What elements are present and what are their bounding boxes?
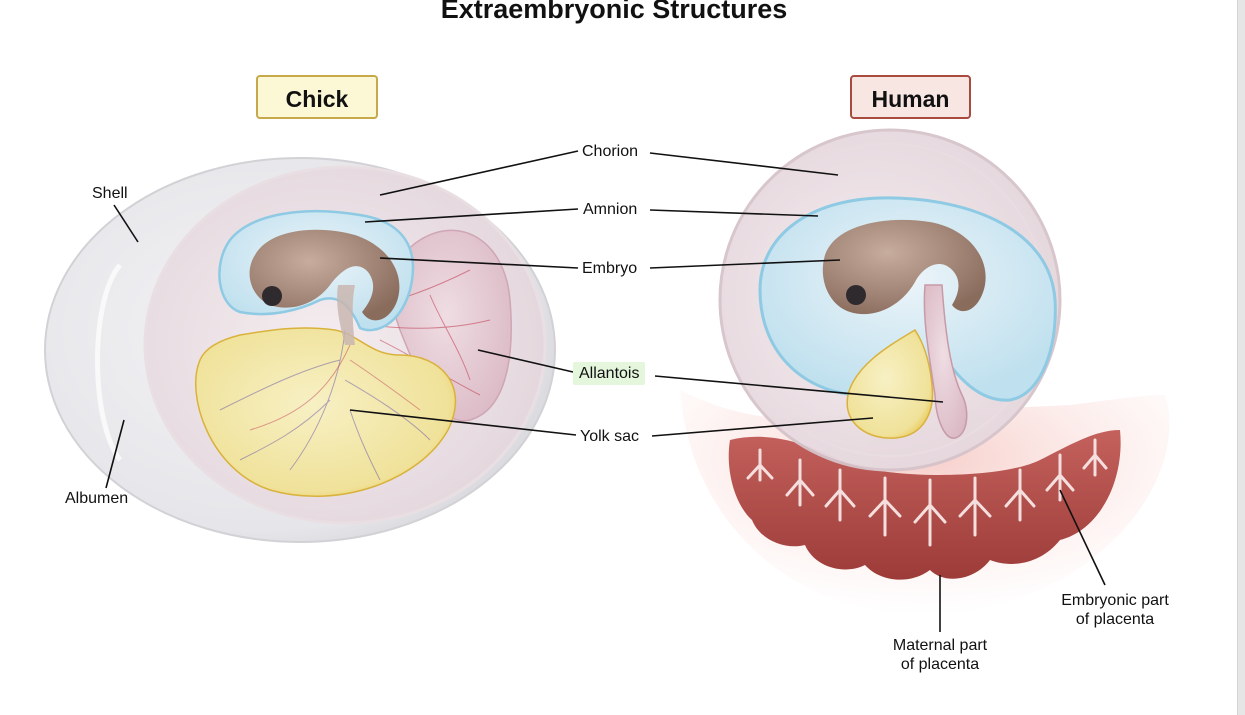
label-maternal-placenta-line1: Maternal part [892,637,988,654]
human-panel-title: Human [850,75,971,119]
label-amnion: Amnion [583,201,638,218]
label-allantois: Allantois [573,362,646,385]
human-embryo-eye [846,285,866,305]
human-yolk-sac [846,328,934,439]
leader-lines [105,150,1106,632]
window-edge [1237,0,1245,715]
chick-embryo-eye [262,286,282,306]
label-albumen: Albumen [65,490,129,507]
label-shell: Shell [92,185,128,202]
diagram-title: Extraembryonic Structures [440,0,788,24]
label-embryo: Embryo [582,260,638,277]
label-embryonic-placenta-line2: of placenta [1075,611,1155,628]
yolk-vessels-red [249,344,421,431]
chorionic-villi [746,438,1108,547]
label-embryonic-placenta-line1: Embryonic part [1061,592,1169,609]
label-chorion: Chorion [582,143,639,160]
chick-embryo [249,229,400,321]
label-maternal-placenta-line2: of placenta [900,656,980,673]
chick-panel-title: Chick [256,75,378,119]
chick-stalk [337,285,355,345]
label-embryonic-placenta: Embryonic part of placenta [1050,591,1180,629]
human-allantois [923,284,968,439]
maternal-placenta [728,430,1121,580]
yolk-vessels [219,329,431,481]
label-yolk-sac: Yolk sac [580,428,639,445]
chick-yolk-sac [195,327,457,497]
label-maternal-placenta: Maternal part of placenta [880,636,1000,674]
